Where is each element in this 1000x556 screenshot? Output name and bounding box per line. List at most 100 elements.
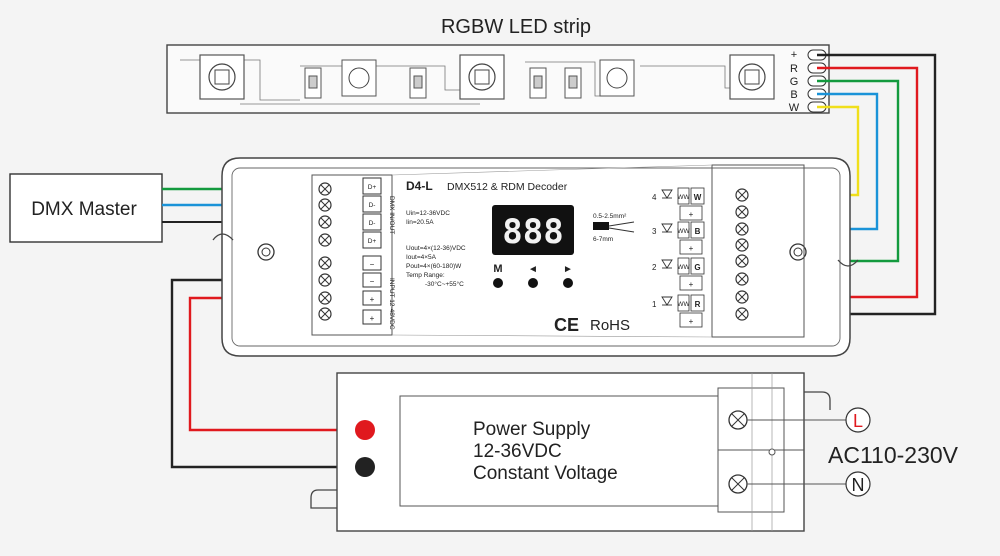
terminal-screw — [735, 238, 749, 252]
button-m[interactable] — [493, 278, 503, 288]
channel-color: R — [695, 300, 701, 309]
channel-number: 4 — [652, 193, 657, 202]
channel-3: 3 WW B+ — [652, 221, 705, 255]
channel-color: G — [694, 263, 700, 272]
led-chip — [199, 54, 245, 100]
display-digits: 888 — [502, 212, 563, 252]
input-term-2: − — [370, 277, 375, 286]
input-term-1: − — [370, 260, 375, 269]
channel-tag: WW — [677, 264, 690, 271]
ps-positive-terminal — [355, 420, 375, 440]
terminal-screw — [735, 188, 749, 202]
mains-n: N — [852, 475, 865, 495]
spec-temp-range: -30°C~+55°C — [425, 280, 464, 288]
spec-uout: Uout=4×(12-36)VDC — [406, 245, 466, 252]
strip-title: RGBW LED strip — [441, 16, 591, 38]
button-right[interactable] — [563, 278, 573, 288]
strip-pin-w: W — [789, 102, 800, 114]
led-chip — [459, 54, 505, 100]
channel-color: B — [695, 227, 701, 236]
button-left-label: ◄ — [528, 264, 538, 275]
spec-temp-label: Temp Range: — [406, 272, 445, 279]
decoder-subtitle: DMX512 & RDM Decoder — [447, 181, 568, 193]
dmx-side-label: DMX IN/OUT — [388, 196, 395, 234]
button-m-label: M — [493, 263, 502, 275]
led-chip — [729, 54, 775, 100]
wire-gauge-1: 0.5-2.5mm² — [593, 213, 627, 220]
channel-tag: WW — [677, 228, 690, 235]
led-symbol-icon — [661, 259, 673, 269]
decoder-model: D4-L — [406, 179, 433, 193]
channel-number: 1 — [652, 300, 657, 309]
dmx-term-2: D- — [369, 202, 376, 209]
spec-pout: Pout=4×(60-180)W — [406, 263, 462, 270]
terminal-screw — [318, 198, 332, 212]
decoder-spec-output: Uout=4×(12-36)VDC Iout=4×5A Pout=4×(60-1… — [406, 245, 466, 288]
terminal-screw — [318, 307, 332, 321]
terminal-screw — [735, 290, 749, 304]
decoder-buttons: M ◄ ► — [493, 263, 573, 288]
terminal-screw — [318, 182, 332, 196]
terminal-screw — [735, 254, 749, 268]
ps-line-1: Power Supply — [473, 419, 591, 440]
mains-voltage: AC110-230V — [828, 442, 959, 468]
led-symbol-icon — [661, 223, 673, 233]
dmx-terminal-labels: D+ D- D- D+ DMX IN/OUT — [362, 177, 395, 249]
ps-negative-terminal — [355, 457, 375, 477]
input-side-label: INPUT 12-48VDC — [388, 278, 395, 330]
input-terminal-labels: − − + + INPUT 12-48VDC — [362, 255, 395, 330]
wire-gauge-icon: 0.5-2.5mm² 6-7mm — [593, 213, 635, 243]
channel-plus: + — [689, 210, 694, 219]
resistor — [529, 67, 547, 99]
ce-mark: CE — [554, 315, 579, 335]
strip-pin-plus: + — [791, 49, 797, 61]
ps-line-3: Constant Voltage — [473, 463, 618, 484]
ic-chip — [341, 59, 377, 97]
dmx-master-box: DMX Master — [9, 173, 163, 243]
dmx-master-label: DMX Master — [31, 199, 137, 220]
button-right-label: ► — [563, 264, 573, 275]
led-symbol-icon — [661, 296, 673, 306]
terminal-screw — [318, 233, 332, 247]
input-term-4: + — [370, 314, 375, 323]
spec-uin: Uin=12-36VDC — [406, 210, 450, 217]
wire-gauge-2: 6-7mm — [593, 236, 613, 243]
mains-input: L N AC110-230V — [747, 407, 959, 497]
channel-plus: + — [689, 244, 694, 253]
terminal-screws — [318, 182, 749, 321]
channel-plus: + — [689, 280, 694, 289]
dmx-term-3: D- — [369, 220, 376, 227]
strip-pin-g: G — [790, 76, 799, 88]
channel-2: 2 WW G+ — [652, 257, 705, 291]
power-supply: Power Supply 12-36VDC Constant Voltage — [310, 372, 831, 532]
terminal-screw — [735, 307, 749, 321]
led-symbol-icon — [661, 189, 673, 199]
ps-line-2: 12-36VDC — [473, 441, 562, 462]
terminal-screw — [318, 215, 332, 229]
terminal-screw — [735, 272, 749, 286]
channel-color: W — [694, 193, 702, 202]
resistor — [564, 67, 582, 99]
terminal-screw — [318, 256, 332, 270]
mains-l: L — [853, 411, 863, 431]
segment-display: 888 — [492, 205, 574, 255]
terminal-screw — [318, 291, 332, 305]
dmx-term-1: D+ — [368, 184, 377, 191]
strip-pin-b: B — [790, 89, 797, 101]
rohs-mark: RoHS — [590, 317, 630, 334]
channel-number: 3 — [652, 227, 657, 236]
strip-pin-r: R — [790, 63, 798, 75]
channel-plus: + — [689, 317, 694, 326]
input-term-3: + — [370, 295, 375, 304]
channel-number: 2 — [652, 263, 657, 272]
terminal-screw — [735, 205, 749, 219]
spec-iout: Iout=4×5A — [406, 254, 437, 261]
channel-tag: WW — [677, 194, 690, 201]
decoder-spec-input: Uin=12-36VDC Iin=20.5A — [406, 210, 450, 226]
button-left[interactable] — [528, 278, 538, 288]
spec-iin: Iin=20.5A — [406, 219, 434, 226]
